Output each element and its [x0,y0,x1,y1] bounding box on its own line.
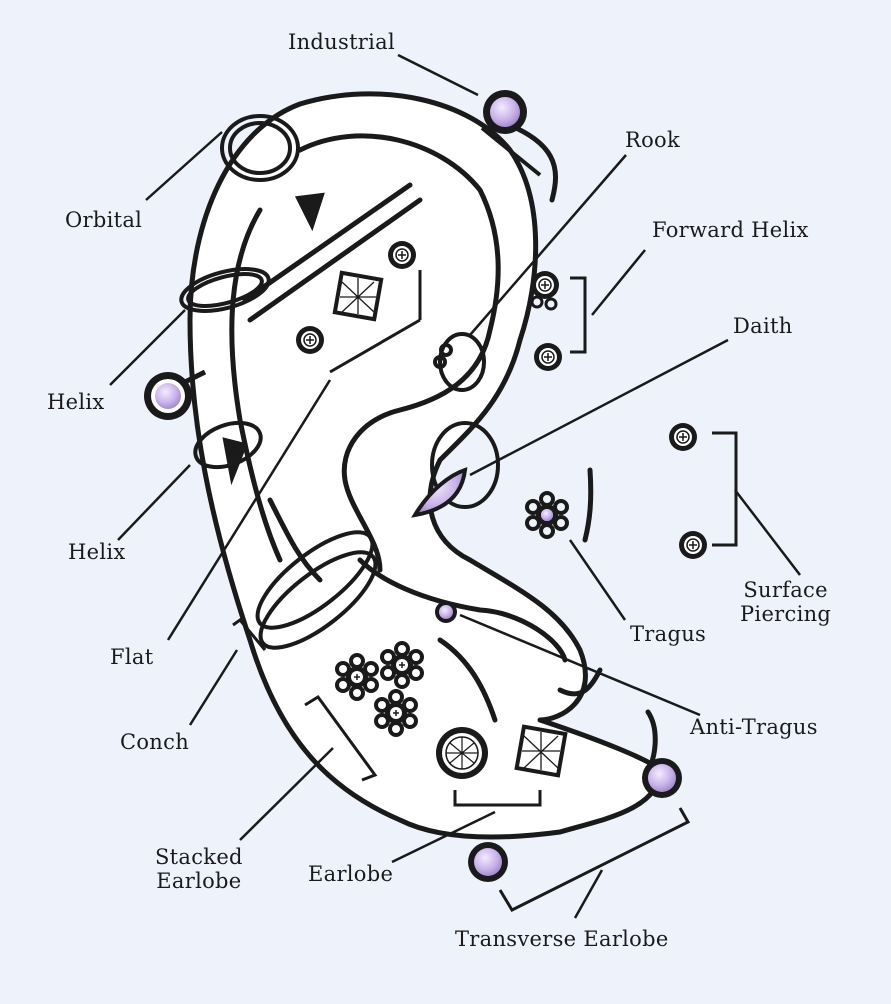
label-forward-helix: Forward Helix [652,218,809,242]
label-orbital: Orbital [65,208,143,232]
ear-outline [187,91,663,840]
label-transverse-earlobe: Transverse Earlobe [455,927,669,951]
conch-rings [232,530,378,651]
label-stacked-earlobe: Stacked Earlobe [155,845,243,893]
label-surface-piercing: Surface Piercing [740,578,832,626]
label-tragus: Tragus [630,622,707,646]
industrial-piercing [480,90,542,177]
stacked-earlobe-flowers [304,641,424,782]
label-flat: Flat [110,645,154,669]
orbital-ring [220,114,325,232]
daith-ring [411,421,500,518]
label-helix-lower: Helix [68,540,126,564]
leader-lines [109,53,801,919]
label-rook: Rook [625,128,681,152]
label-conch: Conch [120,730,190,754]
forward-helix-studs [530,270,587,372]
label-earlobe: Earlobe [308,862,394,886]
tragus-flower [525,491,569,539]
earlobe-jewelry [436,724,568,807]
label-industrial: Industrial [288,30,395,54]
helix-stud [144,369,207,420]
helix-rings [179,267,271,486]
label-helix-upper: Helix [47,390,105,414]
rook-ring [433,332,486,392]
surface-piercing-studs [668,422,738,560]
label-daith: Daith [733,314,793,338]
label-anti-tragus: Anti-Tragus [690,715,818,739]
flat-jewelry [295,240,422,374]
anti-tragus-stud [435,601,457,623]
transverse-earlobe-studs [468,758,691,912]
